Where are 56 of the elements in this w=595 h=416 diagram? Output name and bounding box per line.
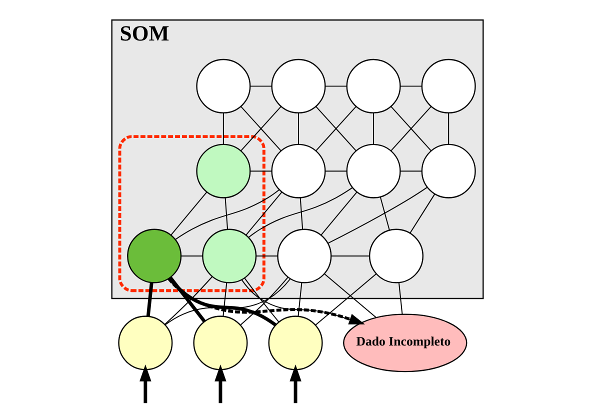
connector <box>250 170 272 172</box>
connector <box>328 186 428 244</box>
connector <box>315 273 377 326</box>
arrow <box>140 364 152 404</box>
node-circle <box>202 228 257 284</box>
node-circle <box>268 316 323 370</box>
node-circle <box>369 228 424 284</box>
node-circle <box>421 144 476 198</box>
connector <box>180 256 204 257</box>
connector <box>222 112 224 145</box>
connector <box>298 112 299 145</box>
connector <box>400 86 422 87</box>
cluster <box>118 135 266 292</box>
connector <box>400 170 422 172</box>
cluster: SOM <box>111 19 484 300</box>
arrow <box>214 364 226 404</box>
connector <box>324 86 348 87</box>
connector <box>224 197 228 230</box>
node-circle <box>346 58 401 114</box>
node-circle <box>127 228 182 284</box>
connector <box>256 256 278 257</box>
connector <box>170 192 208 236</box>
connector <box>250 86 272 87</box>
arrow <box>290 364 302 404</box>
connector <box>300 197 304 230</box>
node-circle <box>196 144 251 198</box>
connector <box>175 189 280 240</box>
node-circle <box>271 58 326 114</box>
node-circle <box>196 58 251 114</box>
connector <box>164 276 213 326</box>
node-circle <box>271 144 326 198</box>
connector <box>245 192 282 236</box>
connector <box>330 256 370 257</box>
connector <box>164 278 291 326</box>
connector <box>448 112 450 145</box>
connector <box>168 277 276 326</box>
connector <box>146 282 154 316</box>
node-circle <box>277 228 332 284</box>
node-circle <box>118 316 173 370</box>
connector <box>320 192 358 236</box>
connector <box>244 278 280 322</box>
connector <box>298 282 302 317</box>
connector <box>222 282 228 317</box>
node-circle <box>421 58 476 114</box>
connector <box>240 276 288 326</box>
node-circle <box>346 144 401 198</box>
connector <box>324 170 348 172</box>
connector <box>410 194 436 234</box>
connector <box>248 187 353 238</box>
connector <box>373 112 374 145</box>
node-circle <box>193 316 248 370</box>
connector <box>324 273 377 318</box>
connector <box>398 282 403 315</box>
arrow <box>168 278 365 324</box>
connector <box>380 196 390 231</box>
connector <box>168 276 206 322</box>
